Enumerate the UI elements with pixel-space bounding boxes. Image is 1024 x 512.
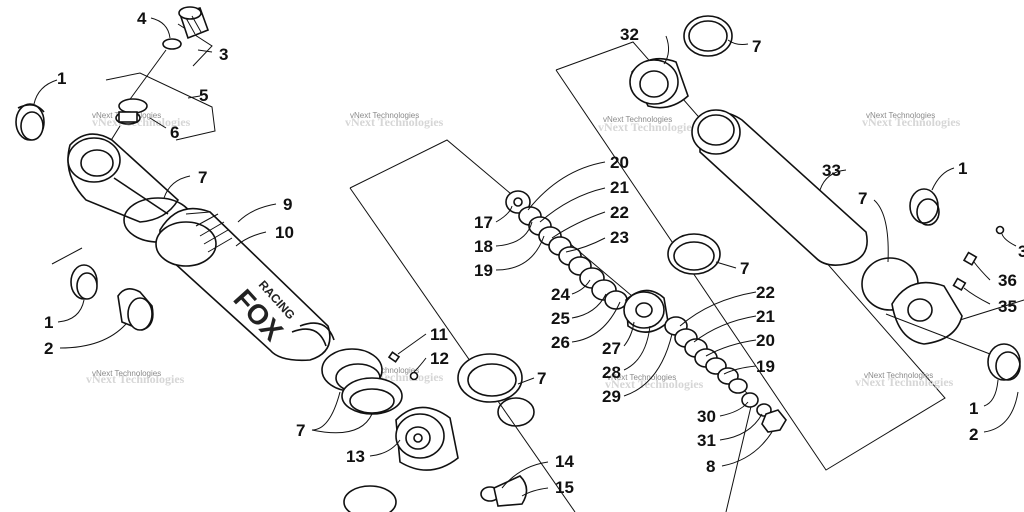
callout-8: 8 xyxy=(706,457,715,476)
part-7-ring-top xyxy=(683,15,733,57)
callout-2: 2 xyxy=(969,425,978,444)
callout-9: 9 xyxy=(283,195,292,214)
callout-3-partial: 3 xyxy=(1018,242,1024,261)
part-10-cylinder: RACING FOX xyxy=(155,207,335,362)
part-1-bushing-bottom-right xyxy=(987,343,1021,381)
callout-7: 7 xyxy=(198,168,207,187)
part-27-piston-mid xyxy=(623,289,669,333)
watermark-ghost: vNext Technologies xyxy=(862,115,961,129)
callout-7: 7 xyxy=(752,37,761,56)
part-4-cap xyxy=(178,6,210,40)
watermark: vNext Technologies xyxy=(866,111,935,120)
part-33-reservoir xyxy=(691,109,868,266)
callout-23: 23 xyxy=(610,228,629,247)
callout-7: 7 xyxy=(537,369,546,388)
part-7-ring-c xyxy=(343,485,397,512)
callout-17: 17 xyxy=(474,213,493,232)
leader-line xyxy=(51,247,83,265)
part-9-eyelet-right xyxy=(891,281,963,345)
callouts: 4 3 5 6 1 7 9 10 1 2 11 12 7 13 7 14 15 … xyxy=(44,9,1024,497)
callout-13: 13 xyxy=(346,447,365,466)
callout-28: 28 xyxy=(602,363,621,382)
callout-10: 10 xyxy=(275,223,294,242)
frame-5 xyxy=(105,72,216,141)
callout-30: 30 xyxy=(697,407,716,426)
callout-21: 21 xyxy=(610,178,629,197)
callout-27: 27 xyxy=(602,339,621,358)
callout-22: 22 xyxy=(610,203,629,222)
watermark-ghost: vNext Technologies xyxy=(855,375,954,389)
watermark: vNext Technologies xyxy=(607,373,676,382)
part-1-bushing-left xyxy=(70,264,98,300)
callout-20: 20 xyxy=(756,331,775,350)
watermark: vNext Technologies xyxy=(92,369,161,378)
part-11-pin xyxy=(387,351,401,363)
watermark: vNext Technologies xyxy=(350,366,419,375)
part-ball-right xyxy=(995,225,1005,235)
callout-32: 32 xyxy=(620,25,639,44)
part-6-valve xyxy=(115,98,148,125)
callout-20: 20 xyxy=(610,153,629,172)
callout-19: 19 xyxy=(756,357,775,376)
frame-middle xyxy=(349,139,754,512)
callout-6: 6 xyxy=(170,123,179,142)
callout-21: 21 xyxy=(756,307,775,326)
callout-7: 7 xyxy=(858,189,867,208)
callout-1: 1 xyxy=(958,159,967,178)
callout-36: 36 xyxy=(998,271,1017,290)
part-12-ball xyxy=(409,371,419,381)
watermark: vNext Technologies xyxy=(864,371,933,380)
callout-25: 25 xyxy=(551,309,570,328)
callout-35: 35 xyxy=(998,297,1017,316)
part-1-bushing-top xyxy=(15,103,45,141)
callout-1: 1 xyxy=(44,313,53,332)
part-1-bushing-right xyxy=(909,188,939,224)
callout-4: 4 xyxy=(137,9,147,28)
part-35-pin xyxy=(952,277,967,292)
callout-2: 2 xyxy=(44,339,53,358)
frame-middle-left xyxy=(349,187,576,512)
callout-7: 7 xyxy=(296,421,305,440)
frame-right xyxy=(555,41,946,471)
part-8-nut xyxy=(761,409,787,433)
callout-29: 29 xyxy=(602,387,621,406)
watermark: vNext Technologies xyxy=(350,111,419,120)
callout-24: 24 xyxy=(551,285,570,304)
watermark-ghost: vNext Technologies xyxy=(345,115,444,129)
axis-right xyxy=(885,313,991,355)
part-2-sleeve-left xyxy=(117,288,154,331)
callout-1: 1 xyxy=(57,69,66,88)
callout-3: 3 xyxy=(219,45,228,64)
part-14-shaft-end xyxy=(480,475,528,507)
callout-15: 15 xyxy=(555,478,574,497)
callout-18: 18 xyxy=(474,237,493,256)
callout-7: 7 xyxy=(740,259,749,278)
callout-19: 19 xyxy=(474,261,493,280)
part-32-cap xyxy=(629,57,689,109)
part-7-oring-e xyxy=(497,397,535,427)
callout-14: 14 xyxy=(555,452,574,471)
callout-11: 11 xyxy=(430,325,448,344)
part-7-ring-mid xyxy=(667,233,721,275)
part-36-block xyxy=(962,251,978,266)
callout-33: 33 xyxy=(822,161,841,180)
leader-lines xyxy=(33,17,1019,497)
watermark: vNext Technologies xyxy=(603,115,672,124)
callout-1: 1 xyxy=(969,399,978,418)
callout-31: 31 xyxy=(697,431,716,450)
shim-stack-lower xyxy=(664,316,772,417)
part-9-body-eyelet xyxy=(67,133,180,223)
callout-26: 26 xyxy=(551,333,570,352)
callout-22: 22 xyxy=(756,283,775,302)
watermark-ghost: vNext Technologies xyxy=(605,377,704,391)
callout-5: 5 xyxy=(199,86,208,105)
watermark-ghost: vNext Technologies xyxy=(598,120,697,134)
part-13-piston xyxy=(395,406,459,471)
watermark-ghost: vNext Technologies xyxy=(86,372,185,386)
axis-stem xyxy=(127,49,167,103)
callout-12: 12 xyxy=(430,349,449,368)
watermarks: vNext Technologies vNext Technologies vN… xyxy=(86,111,961,391)
part-4-oring xyxy=(162,38,182,50)
